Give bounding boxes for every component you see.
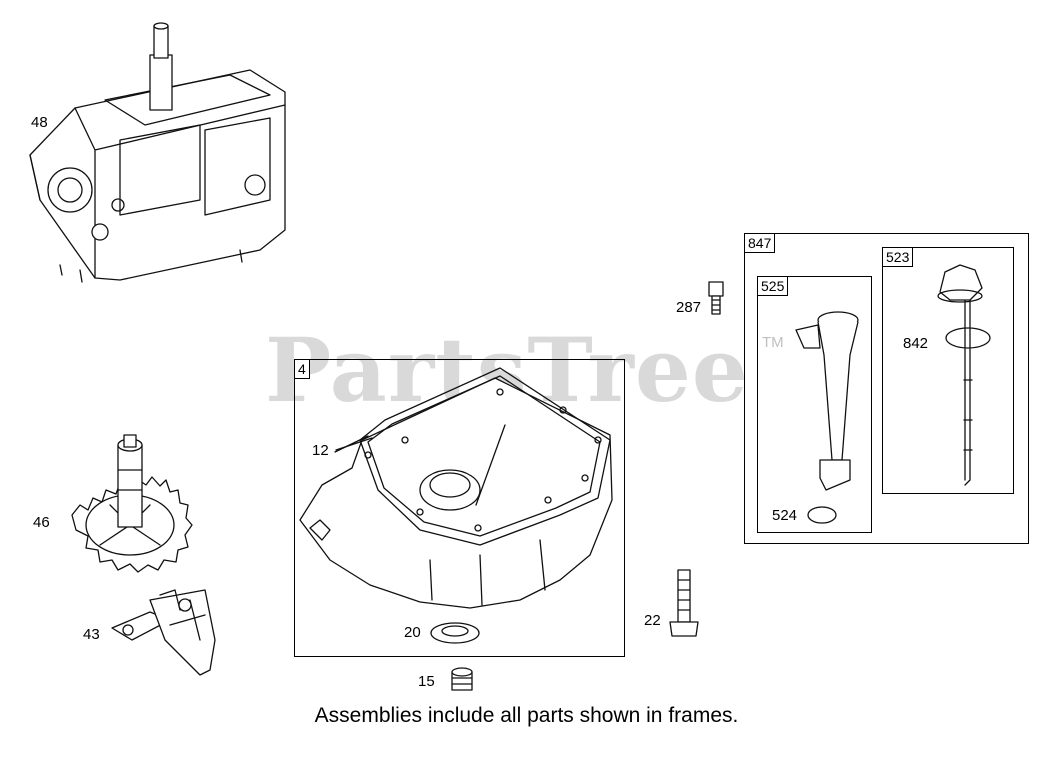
drain-plug-drawing [451, 667, 473, 691]
callout-15[interactable]: 15 [418, 673, 435, 690]
callout-287[interactable]: 287 [676, 299, 702, 316]
frame-label-dipstick-tube: 525 [757, 276, 789, 296]
callout-43[interactable]: 43 [83, 626, 100, 643]
callout-842[interactable]: 842 [903, 335, 929, 352]
bolt-drawing [669, 569, 699, 637]
engine-block-drawing [29, 22, 286, 283]
frame-label-crankcase-cover: 4 [294, 359, 310, 379]
dipstick-drawing [937, 264, 991, 486]
cam-gear-drawing [71, 434, 193, 573]
callout-20[interactable]: 20 [404, 624, 421, 641]
leader-line-12 [335, 437, 373, 451]
assemblies-caption: Assemblies include all parts shown in fr… [314, 704, 739, 727]
crankcase-cover-drawing [299, 367, 613, 609]
frame-crankcase-cover: 4 [294, 359, 625, 657]
governor-bracket-drawing [111, 589, 216, 676]
callout-22[interactable]: 22 [644, 612, 661, 629]
frame-label-dipstick-assembly: 847 [744, 233, 776, 253]
frame-dipstick-tube: 525 [757, 276, 872, 533]
oil-seal-drawing [430, 622, 480, 644]
callout-12[interactable]: 12 [312, 442, 329, 459]
frame-label-dipstick: 523 [882, 247, 914, 267]
frame-dipstick: 523 [882, 247, 1014, 494]
trademark-mark: TM [762, 334, 784, 351]
callout-46[interactable]: 46 [33, 514, 50, 531]
callout-524[interactable]: 524 [772, 507, 798, 524]
callout-48[interactable]: 48 [31, 114, 48, 131]
dipstick-tube-drawing [795, 311, 859, 524]
screw-drawing [708, 281, 724, 315]
frame-dipstick-assembly: 847 [744, 233, 1029, 544]
